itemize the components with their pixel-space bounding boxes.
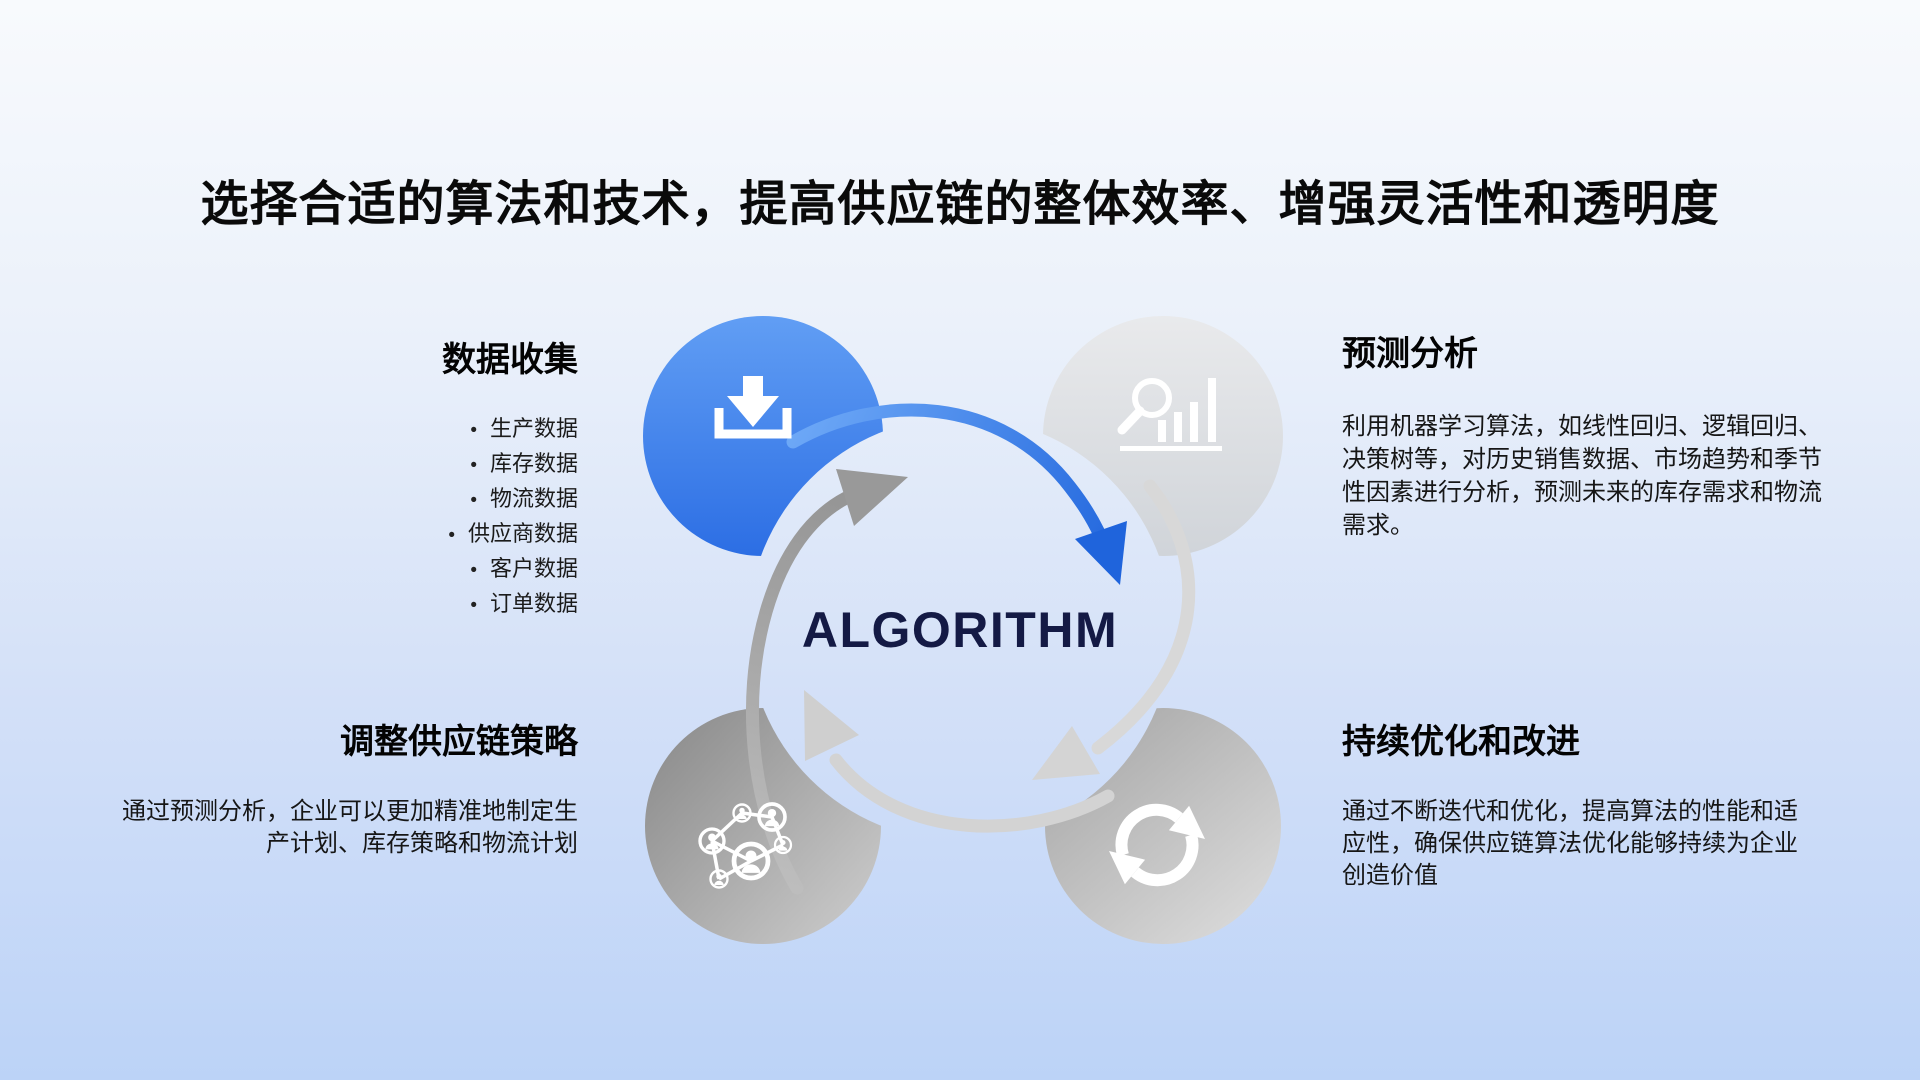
cycle-arrow-top-blue: [786, 403, 1127, 585]
sync-icon: [1109, 803, 1205, 887]
section-data-collection: 数据收集 • 生产数据 • 库存数据 • 物流数据 • 供应商数据 • 客户数据 • 订单数…: [160, 340, 578, 622]
section-forecast-analysis: 预测分析 利用机器学习算法，如线性回归、逻辑回归、决策树等，对历史销售数据、市场…: [1342, 334, 1828, 542]
list-item-label: 生产数据: [489, 416, 578, 441]
list-item: • 生产数据: [160, 412, 578, 447]
section-body: 通过预测分析，企业可以更加精准地制定生产计划、库存策略和物流计划: [122, 798, 578, 857]
list-item: • 订单数据: [160, 587, 578, 622]
page-title: 选择合适的算法和技术，提高供应链的整体效率、增强灵活性和透明度: [200, 178, 1720, 231]
section-heading: 预测分析: [1342, 335, 1478, 373]
section-body: 通过不断迭代和优化，提高算法的性能和适应性，确保供应链算法优化能够持续为企业创造…: [1342, 798, 1798, 889]
list-item-label: 客户数据: [489, 556, 578, 581]
bullet: •: [470, 420, 477, 441]
list-item-label: 库存数据: [489, 451, 578, 476]
section-body: 利用机器学习算法，如线性回归、逻辑回归、决策树等，对历史销售数据、市场趋势和季节…: [1342, 413, 1822, 539]
list-item: • 供应商数据: [160, 517, 578, 552]
section-adjust-strategy: 调整供应链策略 通过预测分析，企业可以更加精准地制定生产计划、库存策略和物流计划: [108, 722, 578, 860]
center-algorithm-label: ALGORITHM: [801, 602, 1119, 658]
section-heading: 数据收集: [442, 341, 578, 379]
list-item-label: 物流数据: [489, 486, 578, 511]
bullet: •: [448, 525, 455, 546]
download-icon: [714, 376, 792, 439]
data-items-list: • 生产数据 • 库存数据 • 物流数据 • 供应商数据 • 客户数据 • 订单数据: [160, 412, 578, 622]
list-item-label: 供应商数据: [467, 521, 578, 546]
bullet: •: [470, 455, 477, 476]
bullet: •: [470, 595, 477, 616]
section-heading: 调整供应链策略: [340, 723, 578, 761]
section-heading: 持续优化和改进: [1342, 723, 1580, 761]
cycle-arrow-right-gray: [1032, 479, 1196, 780]
bullet: •: [470, 490, 477, 511]
bullet: •: [470, 560, 477, 581]
list-item: • 库存数据: [160, 447, 578, 482]
section-continuous-optimization: 持续优化和改进 通过不断迭代和优化，提高算法的性能和适应性，确保供应链算法优化能…: [1342, 722, 1804, 892]
list-item: • 客户数据: [160, 552, 578, 587]
cycle-arrow-bottom-gray: [804, 690, 1115, 833]
chart-search-icon: [1117, 378, 1222, 451]
cycle-arrow-left-dark: [745, 469, 908, 895]
list-item-label: 订单数据: [489, 591, 578, 616]
list-item: • 物流数据: [160, 482, 578, 517]
people-network-icon: [698, 802, 793, 889]
